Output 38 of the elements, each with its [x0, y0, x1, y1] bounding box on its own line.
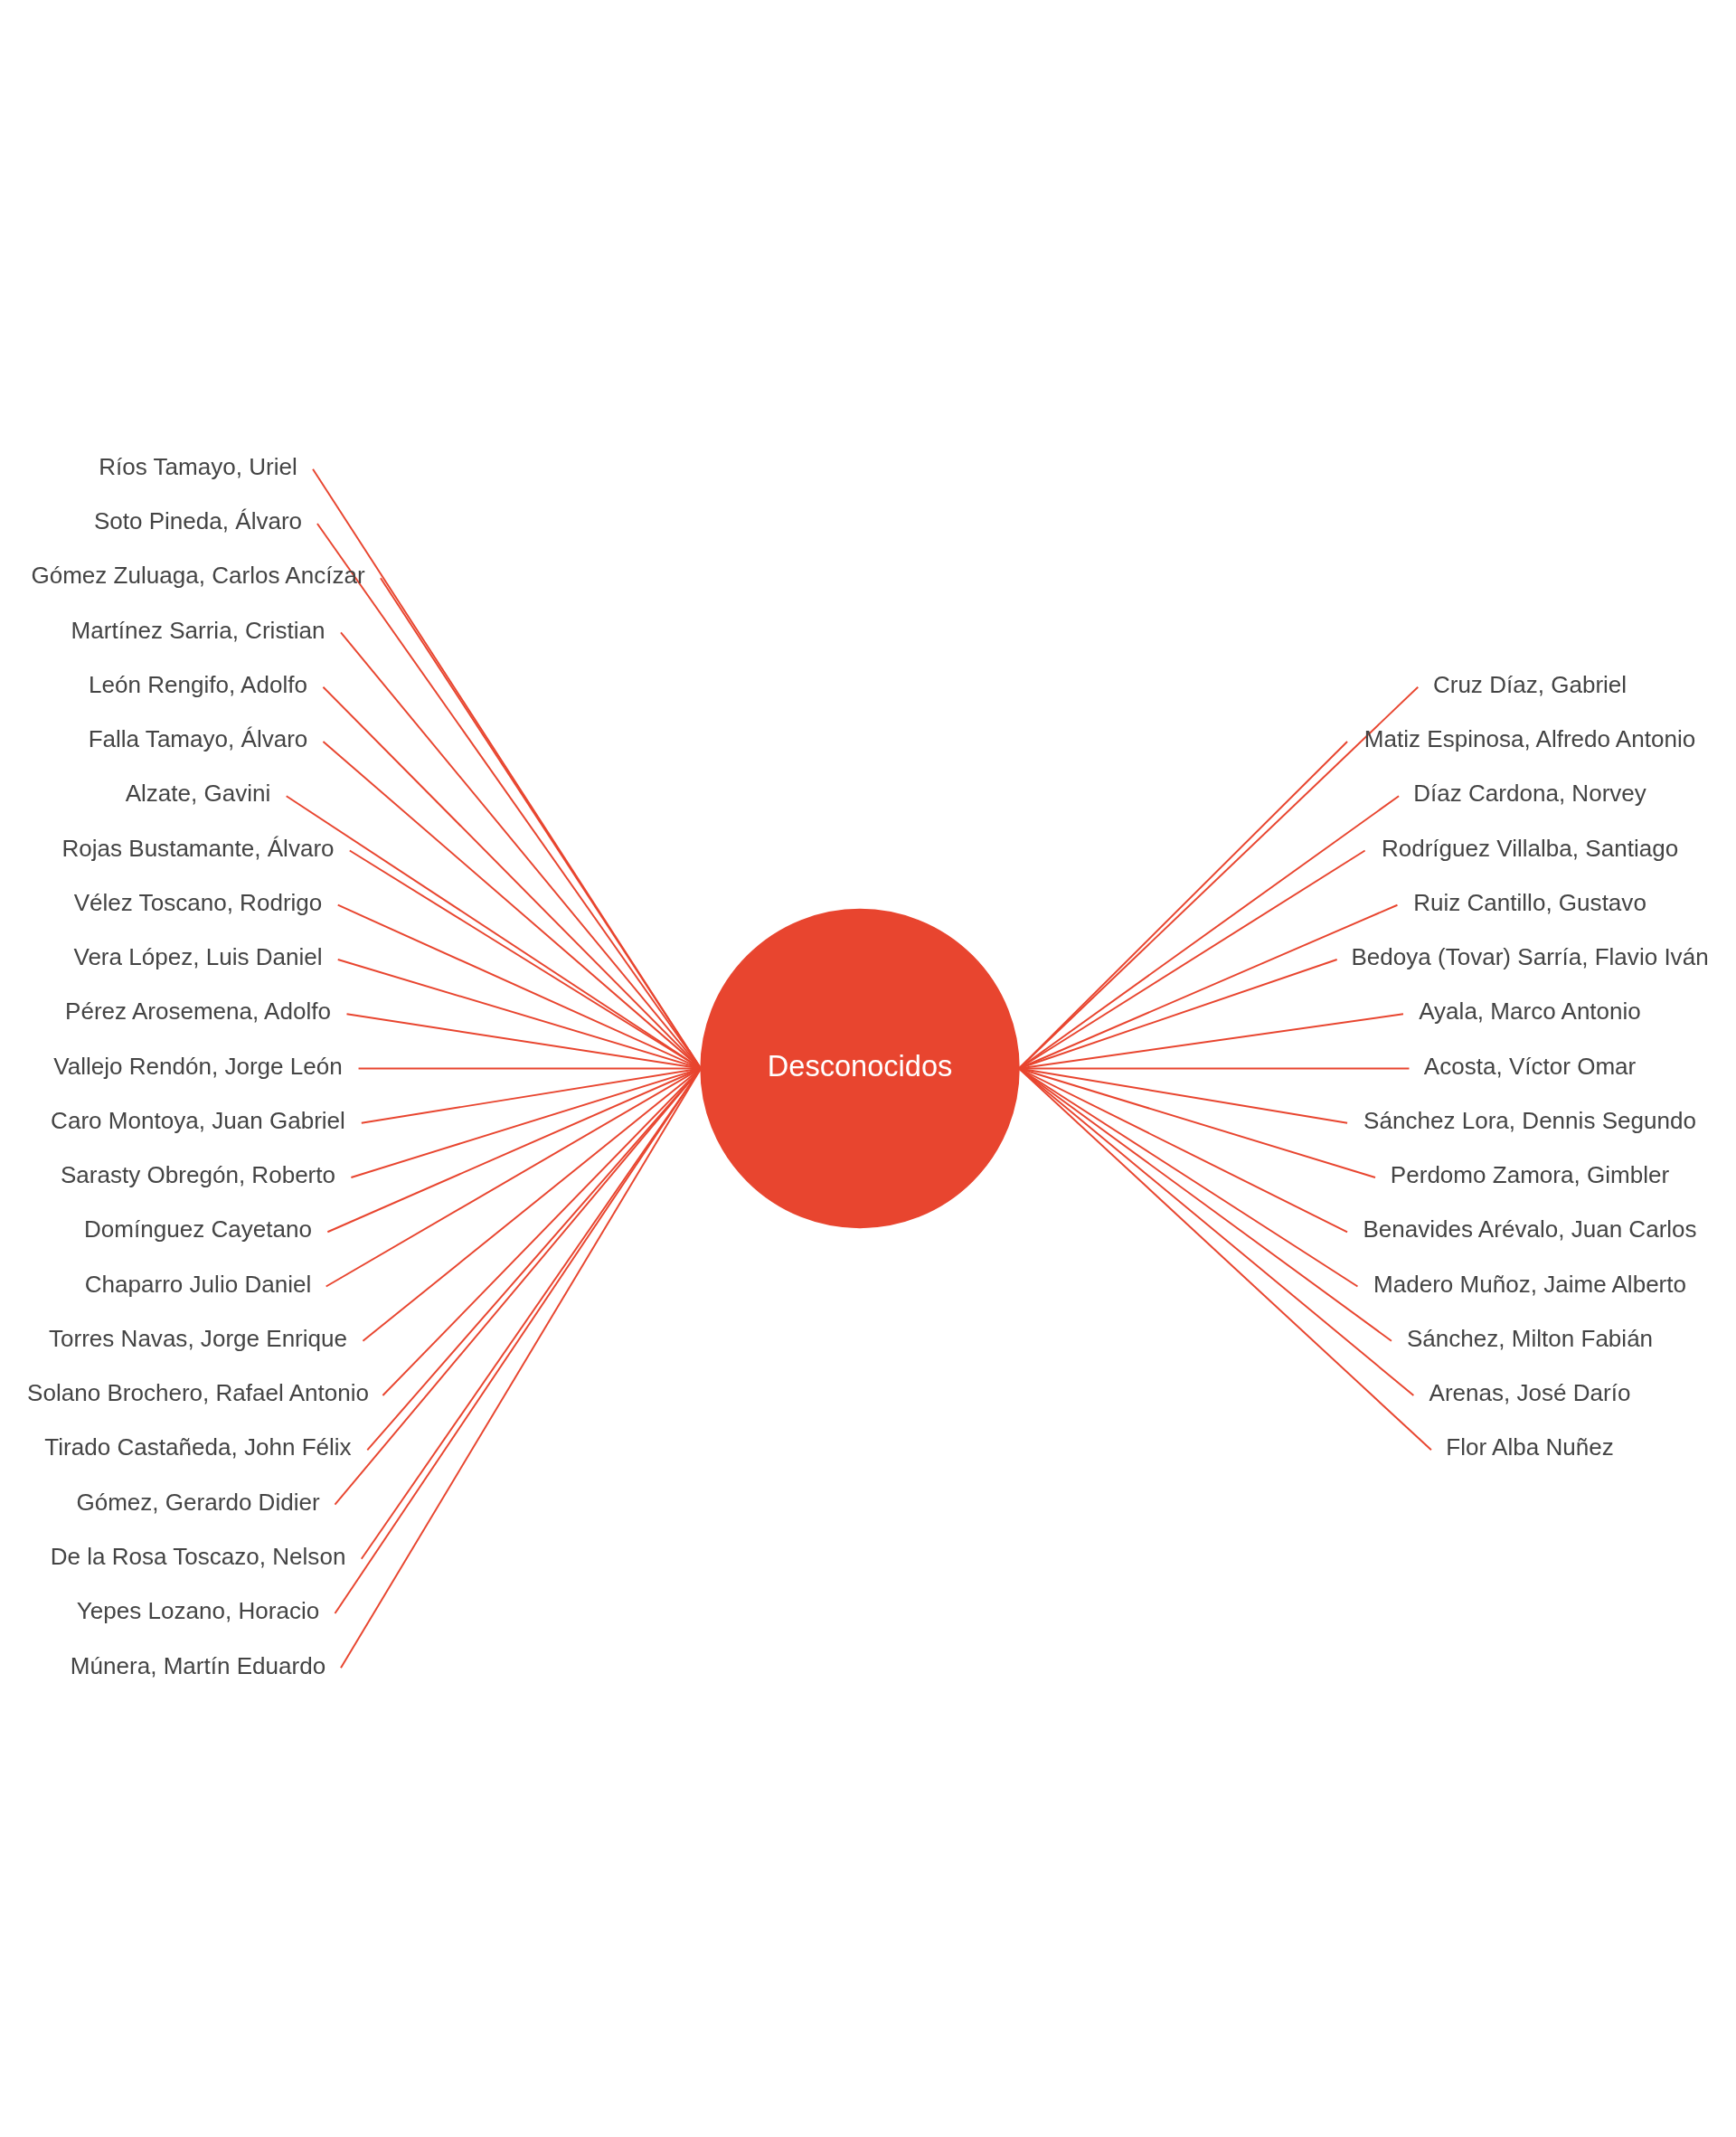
node-text: Alzate, Gavini	[125, 780, 271, 808]
node-text: Perdomo Zamora, Gimbler	[1390, 1161, 1670, 1189]
node-text: Sánchez Lora, Dennis Segundo	[1363, 1106, 1696, 1134]
node-text: Martínez Sarria, Cristian	[71, 616, 326, 644]
node-text: Sánchez, Milton Fabián	[1406, 1324, 1654, 1352]
node-text: Ayala, Marco Antonio	[1419, 998, 1641, 1026]
node-text: Arenas, José Darío	[1429, 1379, 1631, 1407]
node-text: Gómez, Gerardo Didier	[76, 1488, 320, 1516]
node-text: Solano Brochero, Rafael Antonio	[27, 1379, 369, 1407]
node-text: Caro Montoya, Juan Gabriel	[51, 1106, 345, 1134]
node-text: León Rengifo, Adolfo	[89, 670, 307, 698]
node-text: Sarasty Obregón, Roberto	[60, 1161, 336, 1189]
node-circle: Desconocidos	[700, 908, 1020, 1229]
node-text: Ríos Tamayo, Uriel	[99, 452, 297, 480]
node-text: Domínguez Cayetano	[84, 1215, 312, 1243]
node-text: Falla Tamayo, Álvaro	[88, 725, 308, 753]
node-text: Vallejo Rendón, Jorge León	[53, 1052, 343, 1080]
node-text: Flor Alba Nuñez	[1446, 1433, 1614, 1461]
node-text: Cruz Díaz, Gabriel	[1432, 670, 1628, 698]
node-text: Tirado Castañeda, John Félix	[44, 1433, 352, 1461]
node-text: Díaz Cardona, Norvey	[1413, 780, 1646, 808]
node-text: Ruiz Cantillo, Gustavo	[1413, 888, 1646, 916]
node-text: De la Rosa Toscazo, Nelson	[50, 1542, 346, 1570]
node-text: Madero Muñoz, Jaime Alberto	[1373, 1270, 1687, 1298]
node-text: Acosta, Víctor Omar	[1423, 1052, 1637, 1080]
node-text: Rojas Bustamante, Álvaro	[61, 834, 335, 862]
node-text: Torres Navas, Jorge Enrique	[48, 1324, 348, 1352]
node-text: Bedoya (Tovar) Sarría, Flavio Iván	[1351, 943, 1709, 971]
node-text: Benavides Arévalo, Juan Carlos	[1363, 1215, 1697, 1243]
node-text: Pérez Arosemena, Adolfo	[65, 998, 331, 1026]
node-text: Yepes Lozano, Horacio	[76, 1597, 320, 1625]
node-text: Múnera, Martín Eduardo	[70, 1651, 326, 1679]
node-text: Chaparro Julio Daniel	[84, 1270, 312, 1298]
node-text: Rodríguez Villalba, Santiago	[1381, 834, 1679, 862]
node-text: Vélez Toscano, Rodrigo	[73, 888, 323, 916]
node-text: Soto Pineda, Álvaro	[93, 507, 303, 535]
node-text: Matiz Espinosa, Alfredo Antonio	[1363, 725, 1696, 753]
node-text: Vera López, Luis Daniel	[73, 943, 323, 971]
